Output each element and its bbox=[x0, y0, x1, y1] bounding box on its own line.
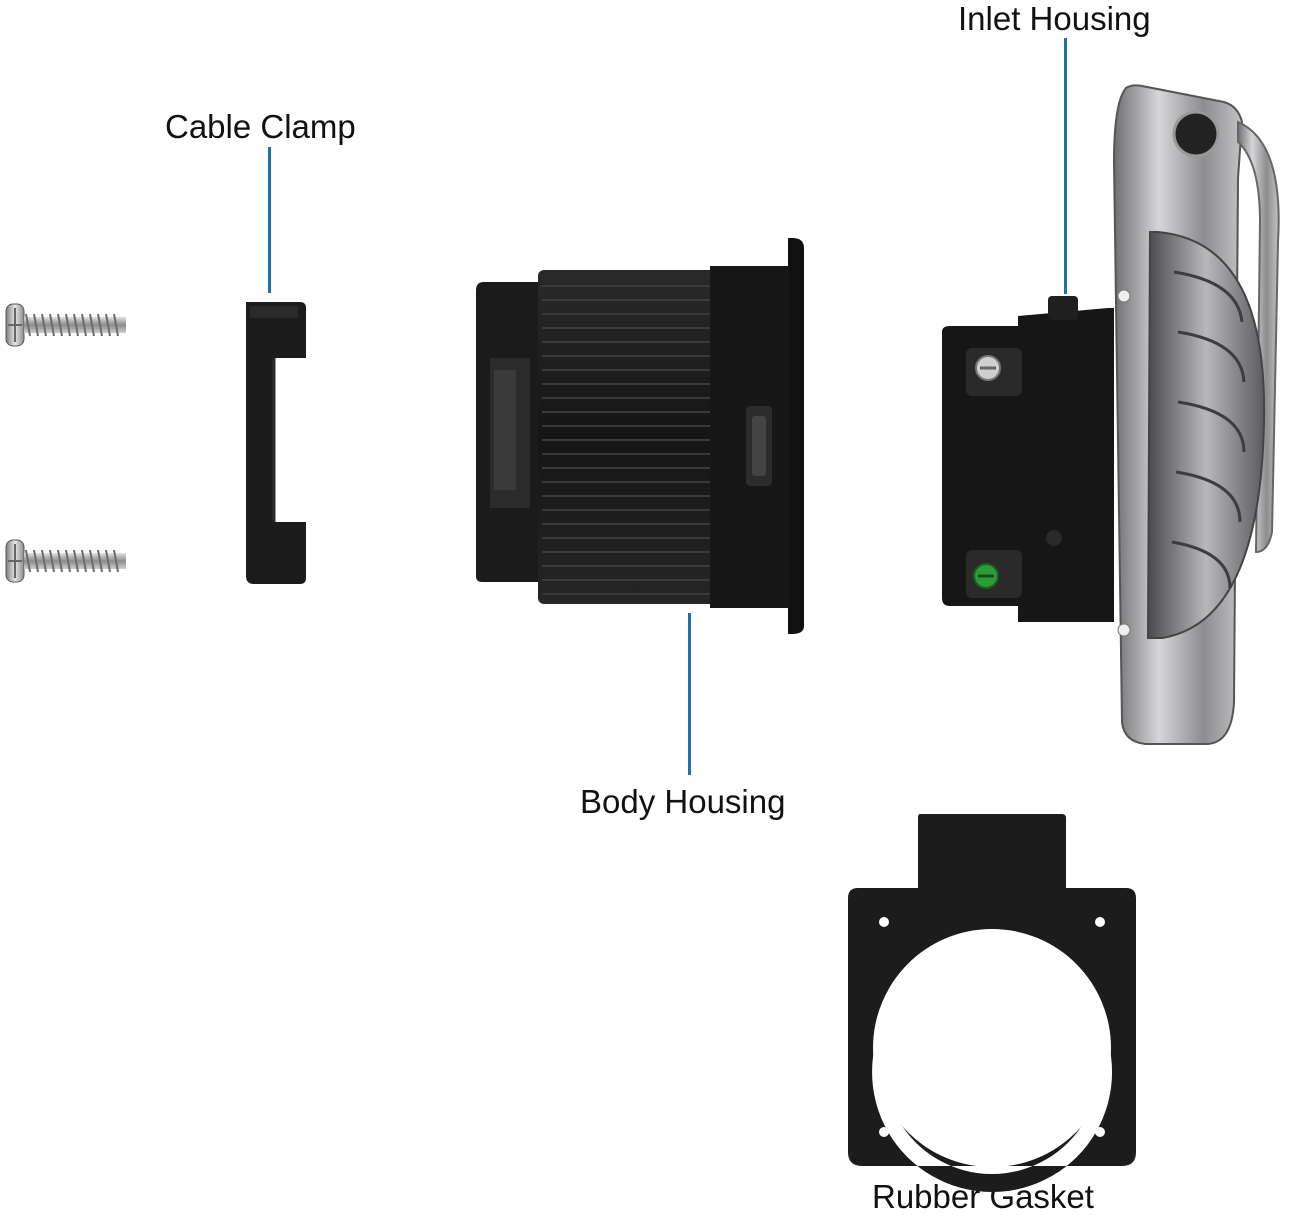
body-housing-label: Body Housing bbox=[580, 783, 786, 820]
inlet-housing-icon bbox=[942, 84, 1280, 745]
body-housing-icon bbox=[476, 238, 804, 634]
cable-clamp-leader bbox=[268, 147, 271, 293]
rubber-gasket-icon bbox=[848, 814, 1136, 1192]
inlet-housing-leader bbox=[1064, 38, 1067, 294]
cable-clamp-label: Cable Clamp bbox=[165, 108, 356, 145]
screw-icon bbox=[5, 303, 126, 347]
inlet-housing-label: Inlet Housing bbox=[958, 0, 1151, 37]
body-housing-leader bbox=[688, 613, 691, 775]
screw-icon bbox=[5, 539, 126, 583]
cable-clamp-icon bbox=[246, 302, 306, 584]
